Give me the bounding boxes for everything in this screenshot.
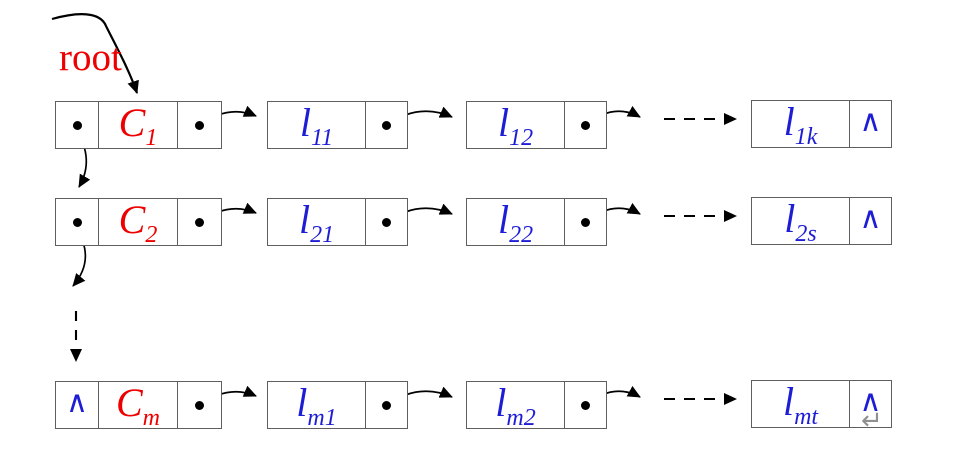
- list-node-l22: l22: [466, 197, 607, 248]
- head1-label: C1: [118, 100, 158, 151]
- l1k-label: l1k: [783, 99, 818, 150]
- root-label: root: [59, 36, 122, 79]
- l1k-null-pointer-cell: ∧: [849, 101, 891, 147]
- pointer-dot: [195, 217, 204, 227]
- lm1-label: lm1: [296, 380, 337, 431]
- head2-label: C2: [118, 197, 158, 248]
- pointer-dot: [72, 120, 82, 130]
- l11-data-cell: l11: [268, 100, 365, 151]
- pointer-dot: [382, 400, 391, 410]
- l2s-null-pointer-cell: ∧: [849, 198, 891, 244]
- l21-next-pointer-cell: [365, 199, 407, 245]
- pointer-dot: [382, 120, 391, 130]
- head2-next-pointer-cell: [177, 199, 221, 245]
- lmt-null-pointer-cell: ∧: [849, 381, 891, 427]
- pointer-dot: [195, 120, 204, 130]
- l22-next-pointer-cell: [564, 199, 606, 245]
- head3-next-pointer-cell: [177, 382, 221, 428]
- l1k-data-cell: l1k: [752, 99, 849, 150]
- null-symbol: ∧: [859, 105, 882, 138]
- head1-down-pointer-cell: [56, 102, 98, 148]
- paragraph-return-mark: ↵: [861, 406, 883, 436]
- lm1-next-pointer-cell: [365, 382, 407, 428]
- l12-next-pointer-cell: [564, 102, 606, 148]
- list-node-lm1: lm1: [267, 380, 408, 431]
- pointer-dot: [195, 400, 204, 410]
- head3-data-cell: Cm: [98, 380, 177, 431]
- null-symbol: ∧: [859, 202, 882, 235]
- l2s-data-cell: l2s: [752, 196, 849, 247]
- list-node-lm2: lm2: [466, 380, 607, 431]
- list-node-lmt: lmt ∧: [751, 379, 892, 430]
- lmt-label: lmt: [782, 379, 819, 430]
- lm2-data-cell: lm2: [467, 380, 564, 431]
- list-node-l1k: l1k ∧: [751, 99, 892, 150]
- l21-label: l21: [298, 197, 335, 248]
- pointer-dot: [581, 217, 590, 227]
- null-symbol: ∧: [66, 386, 88, 419]
- list-node-l12: l12: [466, 100, 607, 151]
- l12-data-cell: l12: [467, 100, 564, 151]
- l22-data-cell: l22: [467, 197, 564, 248]
- head-node-1: C1: [55, 100, 222, 151]
- head3-label: Cm: [115, 380, 161, 431]
- head1-data-cell: C1: [98, 100, 177, 151]
- lm2-label: lm2: [495, 380, 536, 431]
- list-node-l11: l11: [267, 100, 408, 151]
- list-node-l21: l21: [267, 197, 408, 248]
- lm2-next-pointer-cell: [564, 382, 606, 428]
- head2-data-cell: C2: [98, 197, 177, 248]
- list-node-l2s: l2s ∧: [751, 196, 892, 247]
- head3-null-pointer-cell: ∧: [56, 382, 98, 428]
- l11-next-pointer-cell: [365, 102, 407, 148]
- l2s-label: l2s: [784, 196, 817, 247]
- lmt-data-cell: lmt: [752, 379, 849, 430]
- l21-data-cell: l21: [268, 197, 365, 248]
- head2-down-pointer-cell: [56, 199, 98, 245]
- l22-label: l22: [497, 197, 534, 248]
- pointer-dot: [581, 120, 590, 130]
- l11-label: l11: [299, 100, 334, 151]
- lm1-data-cell: lm1: [268, 380, 365, 431]
- l12-label: l12: [497, 100, 534, 151]
- head1-next-pointer-cell: [177, 102, 221, 148]
- head-node-m: ∧ Cm: [55, 380, 222, 431]
- null-symbol: ∧: [859, 385, 882, 418]
- pointer-dot: [581, 400, 590, 410]
- pointer-dot: [382, 217, 391, 227]
- head-node-2: C2: [55, 197, 222, 248]
- pointer-dot: [72, 217, 82, 227]
